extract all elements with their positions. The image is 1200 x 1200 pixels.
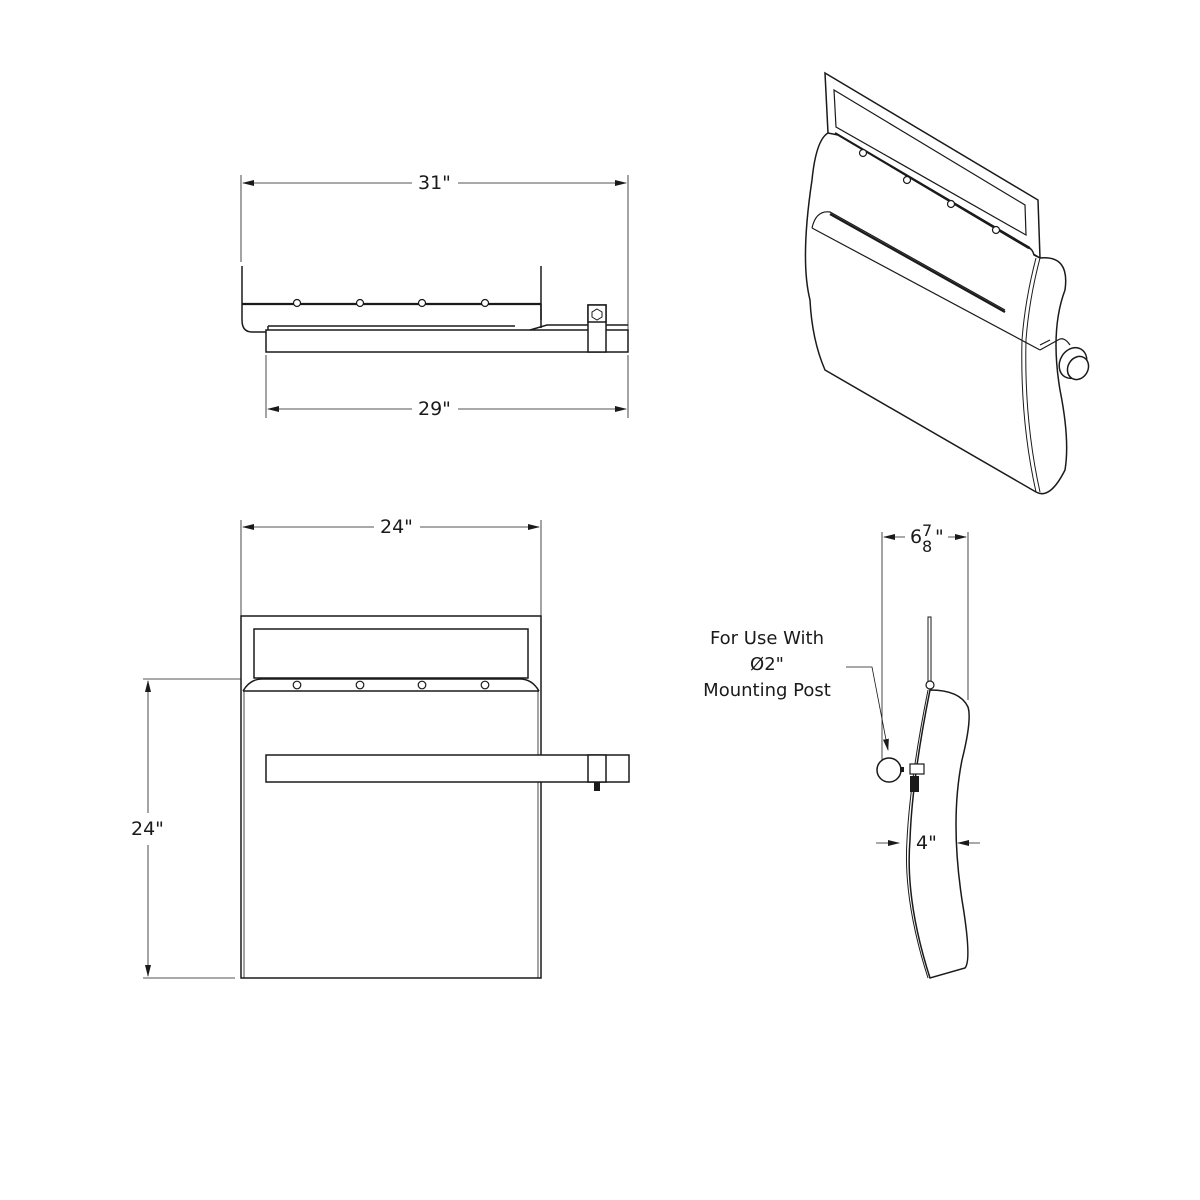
side-depth-numerator: 7 [922, 521, 933, 540]
top-overall-width-label: 31" [414, 172, 455, 194]
front-height-label: 24" [127, 818, 168, 840]
side-view [846, 532, 980, 979]
side-depth-unit: " [935, 526, 944, 548]
isometric-view [804, 71, 1090, 495]
side-thickness-label: 4" [912, 832, 941, 854]
mounting-post-note: For Use With Ø2" Mounting Post [692, 626, 842, 704]
note-line-2: Ø2" [750, 654, 784, 675]
side-depth-denominator: 8 [922, 537, 933, 556]
note-line-3: Mounting Post [703, 680, 831, 701]
top-bar-length-label: 29" [414, 398, 455, 420]
note-line-1: For Use With [709, 628, 825, 649]
side-depth-whole: 6 [910, 526, 923, 548]
side-depth-label: 6 7 8 " [908, 522, 946, 558]
top-view [240, 175, 629, 418]
front-width-label: 24" [376, 516, 417, 538]
front-view [143, 520, 630, 979]
